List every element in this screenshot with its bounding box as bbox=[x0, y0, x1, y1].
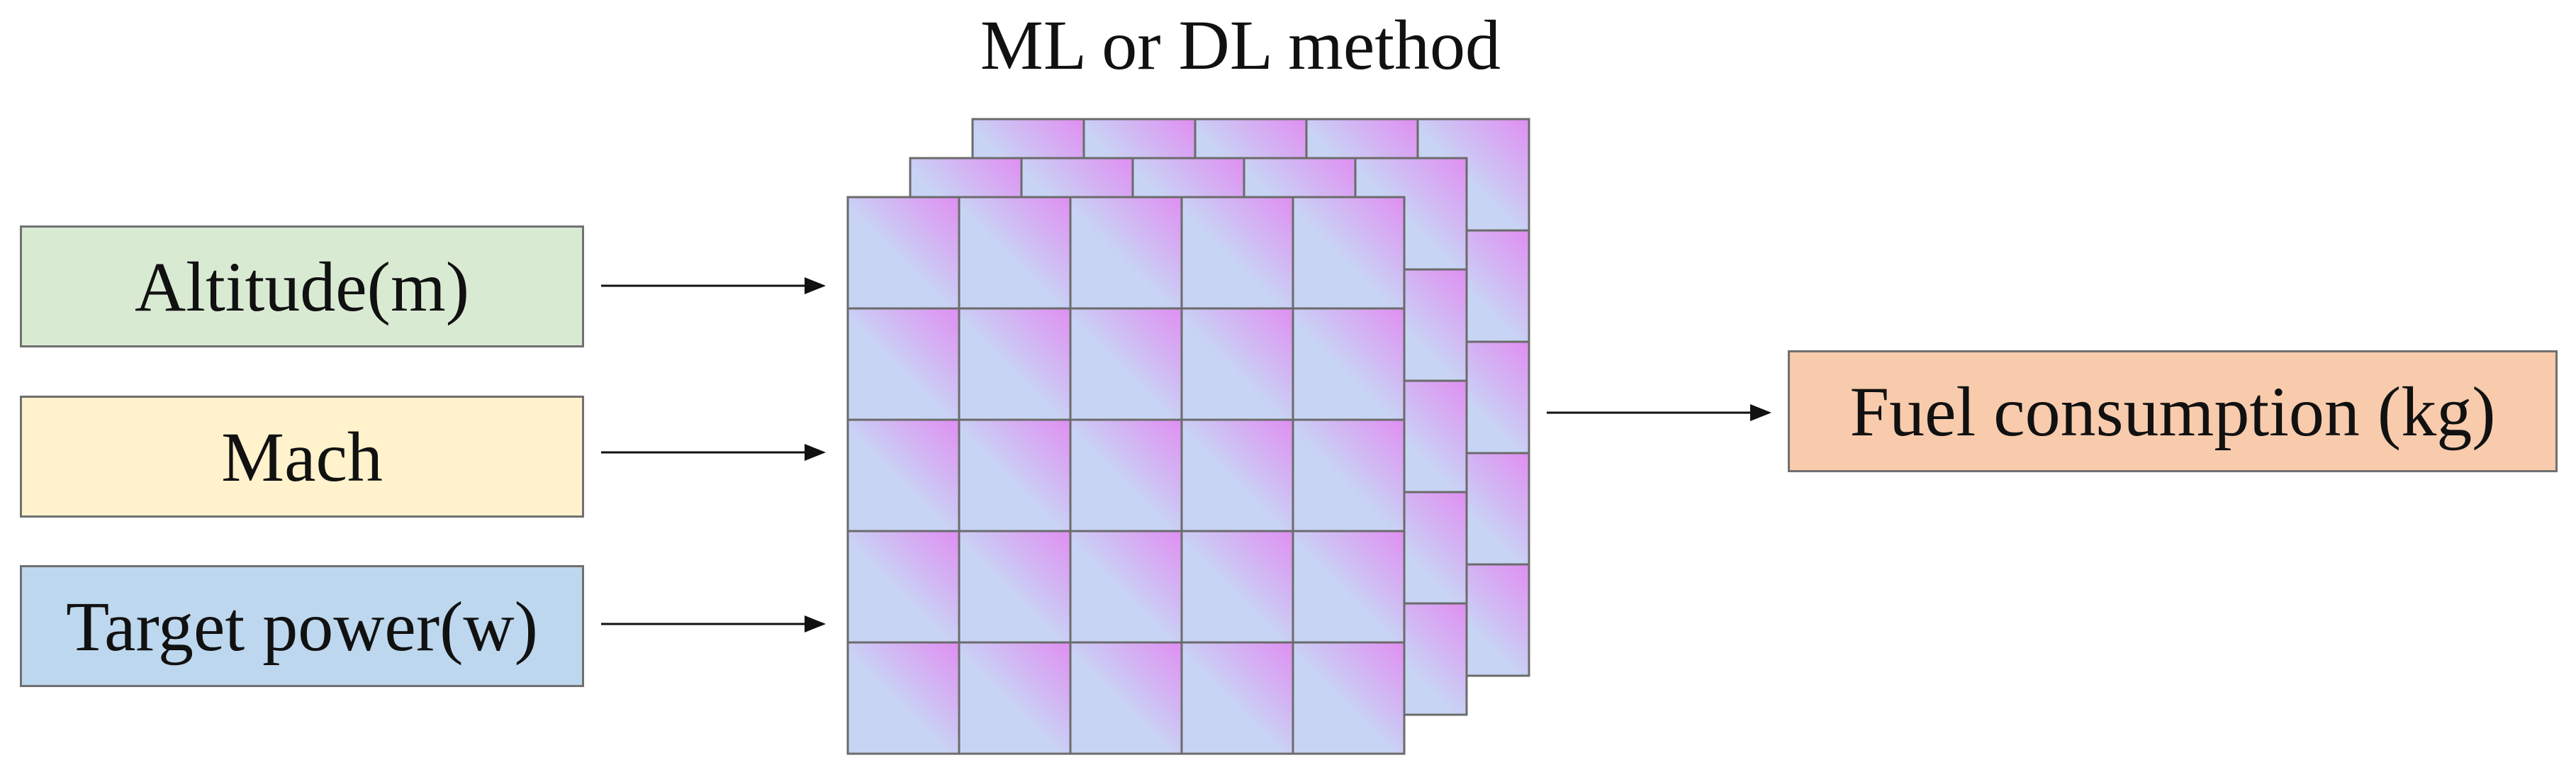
grid-cell bbox=[1069, 641, 1183, 755]
grid-cell bbox=[958, 196, 1072, 310]
grid-cell bbox=[846, 418, 961, 533]
grid-cell bbox=[1292, 307, 1406, 421]
grid-cell bbox=[1292, 196, 1406, 310]
grid-cell bbox=[1292, 530, 1406, 644]
grid-cell bbox=[1069, 418, 1183, 533]
grid-cell bbox=[846, 196, 961, 310]
grid-cell bbox=[1180, 418, 1294, 533]
grid-cell bbox=[958, 641, 1072, 755]
grid-layer-1 bbox=[846, 196, 1406, 755]
grid-cell bbox=[1180, 530, 1294, 644]
input-box-mach: Mach bbox=[20, 396, 584, 518]
grid-cell bbox=[1292, 641, 1406, 755]
grid-cell bbox=[1180, 307, 1294, 421]
grid-cell bbox=[1069, 530, 1183, 644]
grid-cell bbox=[958, 307, 1072, 421]
grid-cell bbox=[846, 530, 961, 644]
neural-layer-stack bbox=[846, 118, 1530, 755]
grid-cell bbox=[1180, 196, 1294, 310]
grid-cell bbox=[846, 307, 961, 421]
grid-cell bbox=[1069, 307, 1183, 421]
input-box-altitude: Altitude(m) bbox=[20, 225, 584, 347]
method-title: ML or DL method bbox=[980, 6, 1501, 84]
output-box-fuel-consumption: Fuel consumption (kg) bbox=[1788, 350, 2558, 472]
connection-arrows bbox=[601, 277, 1771, 632]
grid-cell bbox=[1069, 196, 1183, 310]
grid-cell bbox=[1292, 418, 1406, 533]
grid-cell bbox=[1180, 641, 1294, 755]
grid-cell bbox=[958, 530, 1072, 644]
grid-cell bbox=[846, 641, 961, 755]
input-box-target-power: Target power(w) bbox=[20, 565, 584, 687]
grid-cell bbox=[958, 418, 1072, 533]
